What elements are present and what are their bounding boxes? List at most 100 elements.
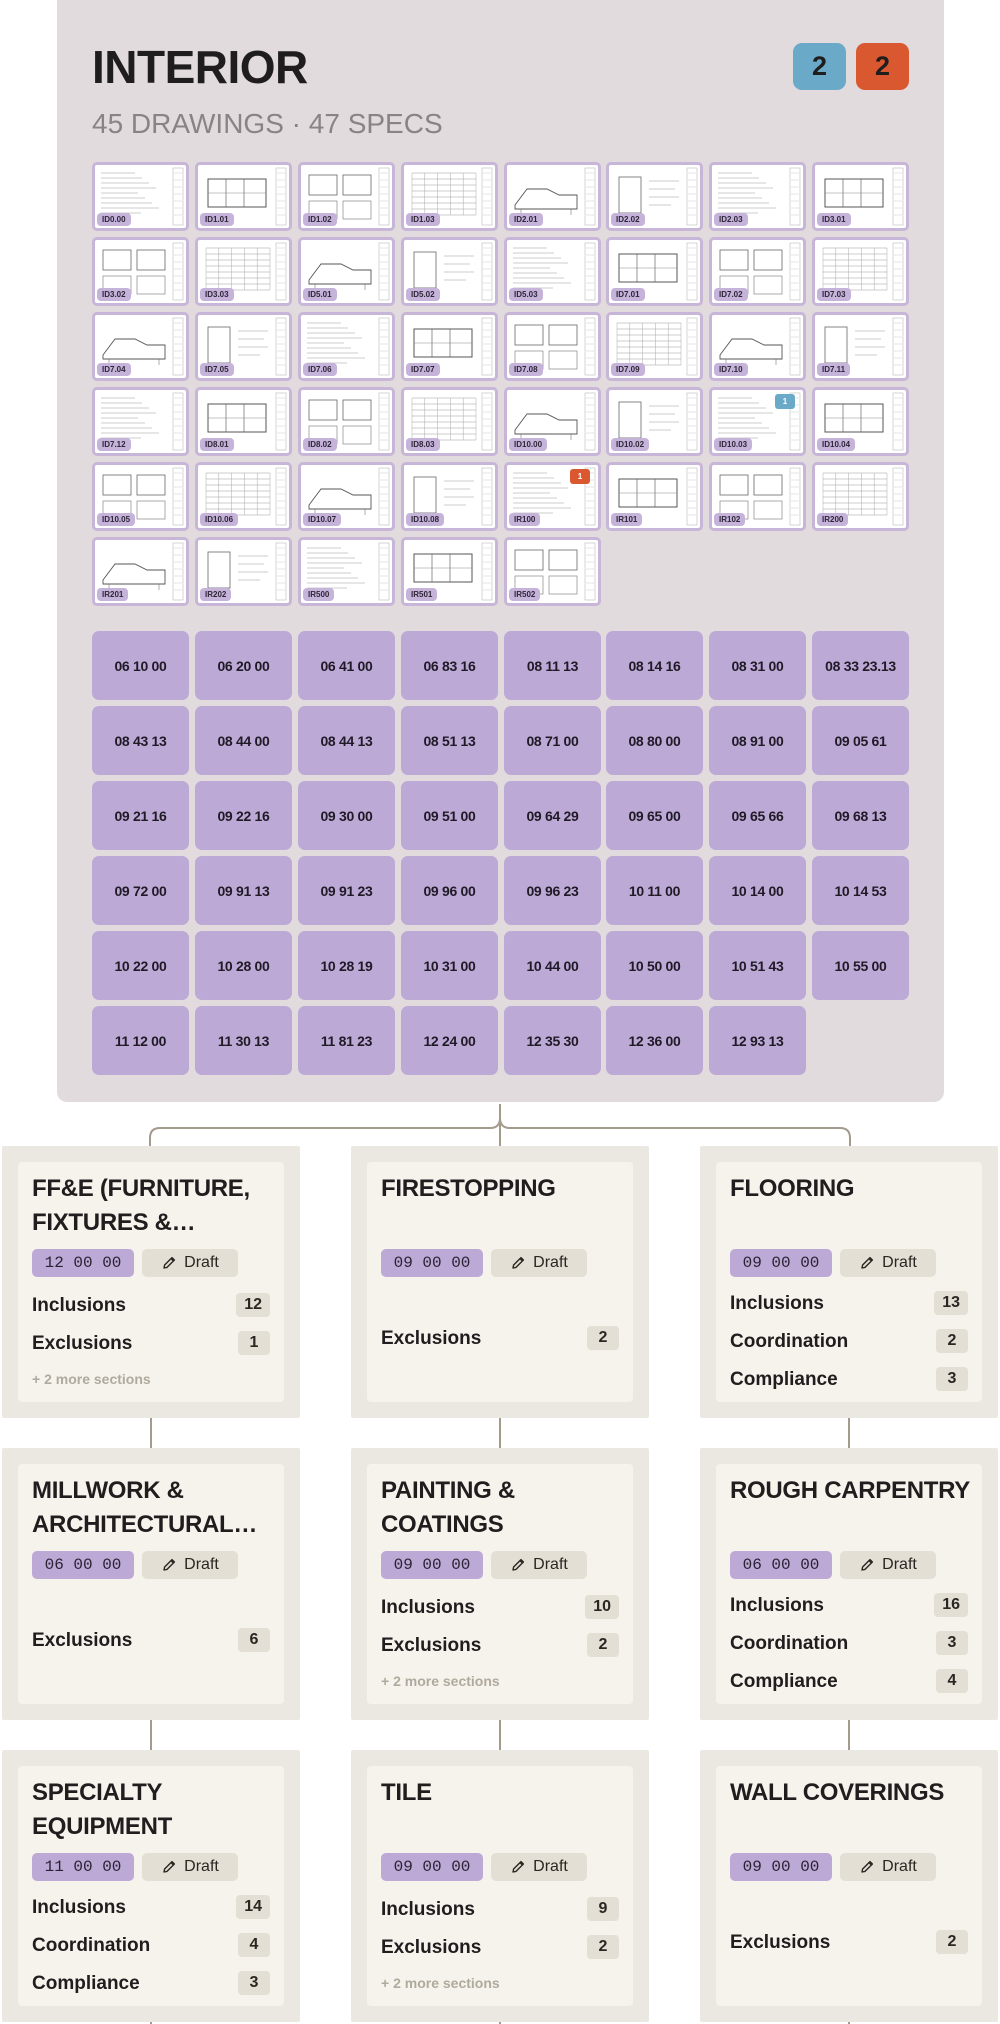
drawing-thumbnail[interactable]: ID7.02	[709, 237, 806, 306]
drawing-thumbnail[interactable]: IR500	[298, 537, 395, 606]
spec-tile[interactable]: 10 28 19	[298, 931, 395, 1000]
spec-tile[interactable]: 11 12 00	[92, 1006, 189, 1075]
spec-tile[interactable]: 12 36 00	[606, 1006, 703, 1075]
drawing-thumbnail[interactable]: ID7.10	[709, 312, 806, 381]
drawing-thumbnail[interactable]: ID10.00	[504, 387, 601, 456]
spec-tile[interactable]: 09 65 66	[709, 781, 806, 850]
drawing-thumbnail[interactable]: ID7.09	[606, 312, 703, 381]
drawing-thumbnail[interactable]: ID1.03	[401, 162, 498, 231]
spec-tile[interactable]: 12 93 13	[709, 1006, 806, 1075]
drawing-thumbnail[interactable]: ID1.02	[298, 162, 395, 231]
drawing-thumbnail[interactable]: IR202	[195, 537, 292, 606]
spec-tile[interactable]: 12 24 00	[401, 1006, 498, 1075]
drawing-thumbnail[interactable]: ID7.01	[606, 237, 703, 306]
spec-tile[interactable]: 08 91 00	[709, 706, 806, 775]
drawing-thumbnail[interactable]: ID10.08	[401, 462, 498, 531]
spec-tile[interactable]: 10 14 53	[812, 856, 909, 925]
drawing-thumbnail[interactable]: ID8.01	[195, 387, 292, 456]
spec-tile[interactable]: 09 68 13	[812, 781, 909, 850]
spec-tile[interactable]: 09 21 16	[92, 781, 189, 850]
draft-status-button[interactable]: Draft	[142, 1551, 238, 1579]
drawing-thumbnail[interactable]: ID10.02	[606, 387, 703, 456]
drawing-thumbnail[interactable]: ID7.11	[812, 312, 909, 381]
draft-status-button[interactable]: Draft	[840, 1249, 936, 1277]
drawing-thumbnail[interactable]: ID3.03	[195, 237, 292, 306]
spec-tile[interactable]: 10 14 00	[709, 856, 806, 925]
spec-tile[interactable]: 11 30 13	[195, 1006, 292, 1075]
drawing-thumbnail[interactable]: ID7.07	[401, 312, 498, 381]
drawing-thumbnail[interactable]: ID7.05	[195, 312, 292, 381]
spec-tile[interactable]: 12 35 30	[504, 1006, 601, 1075]
drawing-thumbnail[interactable]: IR502	[504, 537, 601, 606]
spec-tile[interactable]: 08 31 00	[709, 631, 806, 700]
spec-tile[interactable]: 08 14 16	[606, 631, 703, 700]
drawing-thumbnail[interactable]: IR501	[401, 537, 498, 606]
spec-tile[interactable]: 09 65 00	[606, 781, 703, 850]
drawing-thumbnail[interactable]: IR201	[92, 537, 189, 606]
spec-tile[interactable]: 09 96 00	[401, 856, 498, 925]
draft-status-button[interactable]: Draft	[491, 1853, 587, 1881]
spec-tile[interactable]: 08 44 00	[195, 706, 292, 775]
spec-tile[interactable]: 10 50 00	[606, 931, 703, 1000]
more-sections-link[interactable]: + 2 more sections	[381, 1975, 500, 1991]
spec-tile[interactable]: 08 51 13	[401, 706, 498, 775]
spec-tile[interactable]: 08 11 13	[504, 631, 601, 700]
drawing-marker[interactable]: 1	[775, 394, 795, 409]
more-sections-link[interactable]: + 2 more sections	[381, 1673, 500, 1689]
drawing-thumbnail[interactable]: ID10.06	[195, 462, 292, 531]
drawing-thumbnail[interactable]: ID8.03	[401, 387, 498, 456]
drawing-marker[interactable]: 1	[570, 469, 590, 484]
issue-count-badge[interactable]: 2	[856, 43, 909, 90]
spec-tile[interactable]: 06 41 00	[298, 631, 395, 700]
spec-tile[interactable]: 06 83 16	[401, 631, 498, 700]
spec-tile[interactable]: 10 51 43	[709, 931, 806, 1000]
spec-tile[interactable]: 08 71 00	[504, 706, 601, 775]
more-sections-link[interactable]: + 2 more sections	[32, 1371, 151, 1387]
spec-tile[interactable]: 09 64 29	[504, 781, 601, 850]
spec-tile[interactable]: 09 91 23	[298, 856, 395, 925]
spec-tile[interactable]: 09 05 61	[812, 706, 909, 775]
drawing-thumbnail[interactable]: ID10.07	[298, 462, 395, 531]
spec-tile[interactable]: 08 80 00	[606, 706, 703, 775]
spec-tile[interactable]: 06 10 00	[92, 631, 189, 700]
draft-status-button[interactable]: Draft	[840, 1853, 936, 1881]
drawing-thumbnail[interactable]: ID2.03	[709, 162, 806, 231]
comment-count-badge[interactable]: 2	[793, 43, 846, 90]
drawing-thumbnail[interactable]: ID10.04	[812, 387, 909, 456]
spec-tile[interactable]: 10 11 00	[606, 856, 703, 925]
drawing-thumbnail[interactable]: ID5.02	[401, 237, 498, 306]
spec-tile[interactable]: 10 44 00	[504, 931, 601, 1000]
drawing-thumbnail[interactable]: ID0.00	[92, 162, 189, 231]
drawing-thumbnail[interactable]: ID2.01	[504, 162, 601, 231]
drawing-thumbnail[interactable]: IR200	[812, 462, 909, 531]
drawing-thumbnail[interactable]: ID2.02	[606, 162, 703, 231]
spec-tile[interactable]: 09 22 16	[195, 781, 292, 850]
spec-tile[interactable]: 09 96 23	[504, 856, 601, 925]
drawing-thumbnail[interactable]: ID5.01	[298, 237, 395, 306]
draft-status-button[interactable]: Draft	[142, 1249, 238, 1277]
draft-status-button[interactable]: Draft	[142, 1853, 238, 1881]
